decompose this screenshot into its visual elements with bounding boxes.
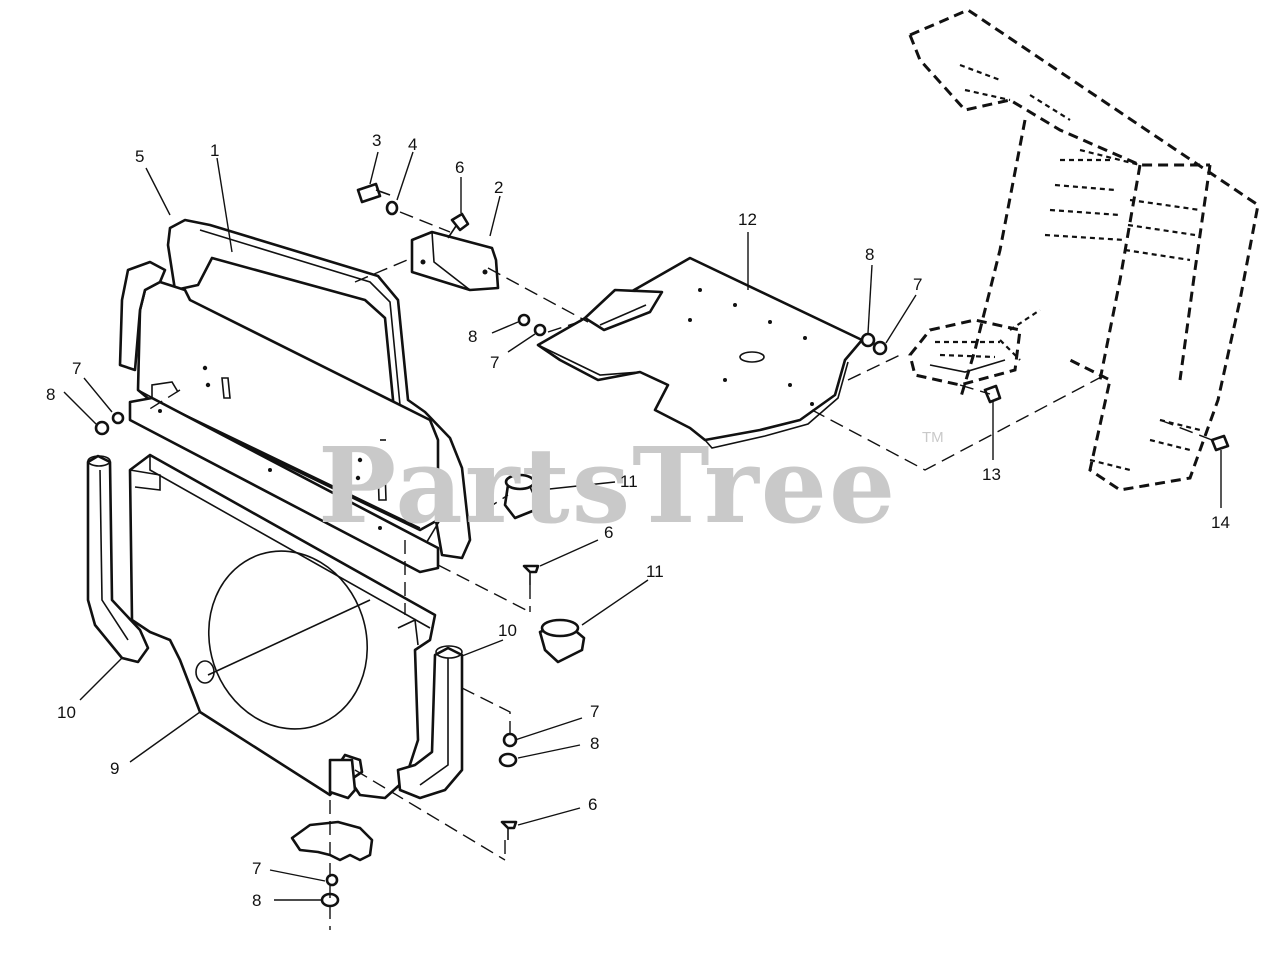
callout-8-lower: 8 — [590, 734, 599, 753]
callout-8-right: 8 — [865, 245, 874, 264]
bushing-11-lower — [538, 618, 586, 664]
trademark-mark: TM — [922, 429, 944, 446]
callout-10-left: 10 — [57, 703, 76, 722]
callout-7-right: 7 — [913, 275, 922, 294]
callout-7-left: 7 — [72, 359, 81, 378]
callout-13: 13 — [982, 465, 1001, 484]
assembly-lines — [147, 211, 1213, 930]
watermark-text: PartsTree — [318, 424, 897, 547]
callout-3: 3 — [372, 131, 381, 150]
callout-8-bottom: 8 — [252, 891, 261, 910]
bushing-11-upper — [503, 473, 540, 520]
callout-7-center: 7 — [490, 353, 499, 372]
hose-10-left — [86, 454, 150, 664]
callout-8-left: 8 — [46, 385, 55, 404]
callout-9: 9 — [110, 759, 119, 778]
callout-8-center: 8 — [468, 327, 477, 346]
callout-10-right: 10 — [498, 621, 517, 640]
bracket-2 — [410, 230, 500, 292]
callout-2: 2 — [494, 178, 503, 197]
callout-11-upper: 11 — [620, 472, 638, 491]
hose-10-right — [396, 645, 464, 800]
hood-outline — [908, 8, 1260, 492]
callout-6-middle: 6 — [604, 523, 613, 542]
mounting-angle — [128, 381, 440, 574]
callout-6-bottom: 6 — [588, 795, 597, 814]
callout-5: 5 — [135, 147, 144, 166]
callout-1: 1 — [210, 141, 219, 160]
plate-12 — [536, 256, 864, 449]
callout-numbers: 1 2 3 4 5 6 6 6 7 7 7 7 7 8 8 8 8 8 9 10… — [46, 131, 1230, 910]
callout-12: 12 — [738, 210, 757, 229]
leader-lines — [63, 151, 1222, 901]
callout-7-bottom: 7 — [252, 859, 261, 878]
callout-11-lower: 11 — [646, 562, 664, 581]
callout-7-lower: 7 — [590, 702, 599, 721]
callout-4: 4 — [408, 135, 417, 154]
callout-6-top: 6 — [455, 158, 464, 177]
callout-14: 14 — [1211, 513, 1230, 532]
foot-bracket — [290, 820, 374, 862]
lower-panel-9 — [128, 453, 437, 800]
